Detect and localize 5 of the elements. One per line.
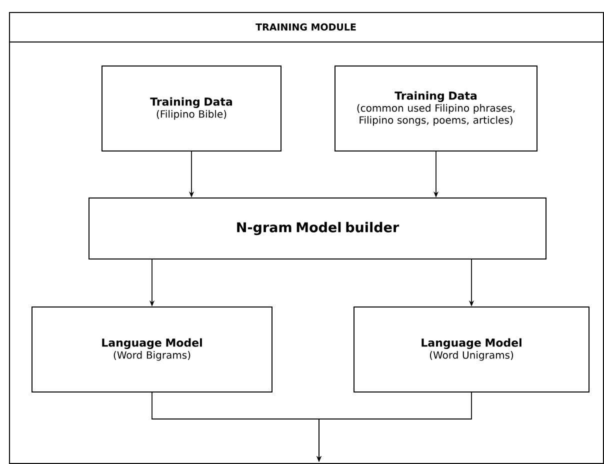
- process-box: Language Model (Word Unigrams): [354, 306, 590, 392]
- process-box: N-gram Model builder: [88, 198, 546, 260]
- process-box: Language Model (Word Bigrams): [32, 306, 272, 392]
- process-box: Training Data (Filipino Bible): [102, 66, 282, 152]
- process-box: Training Data (common used Filipino phrases, Filipino songs, poems, articles): [334, 66, 538, 152]
